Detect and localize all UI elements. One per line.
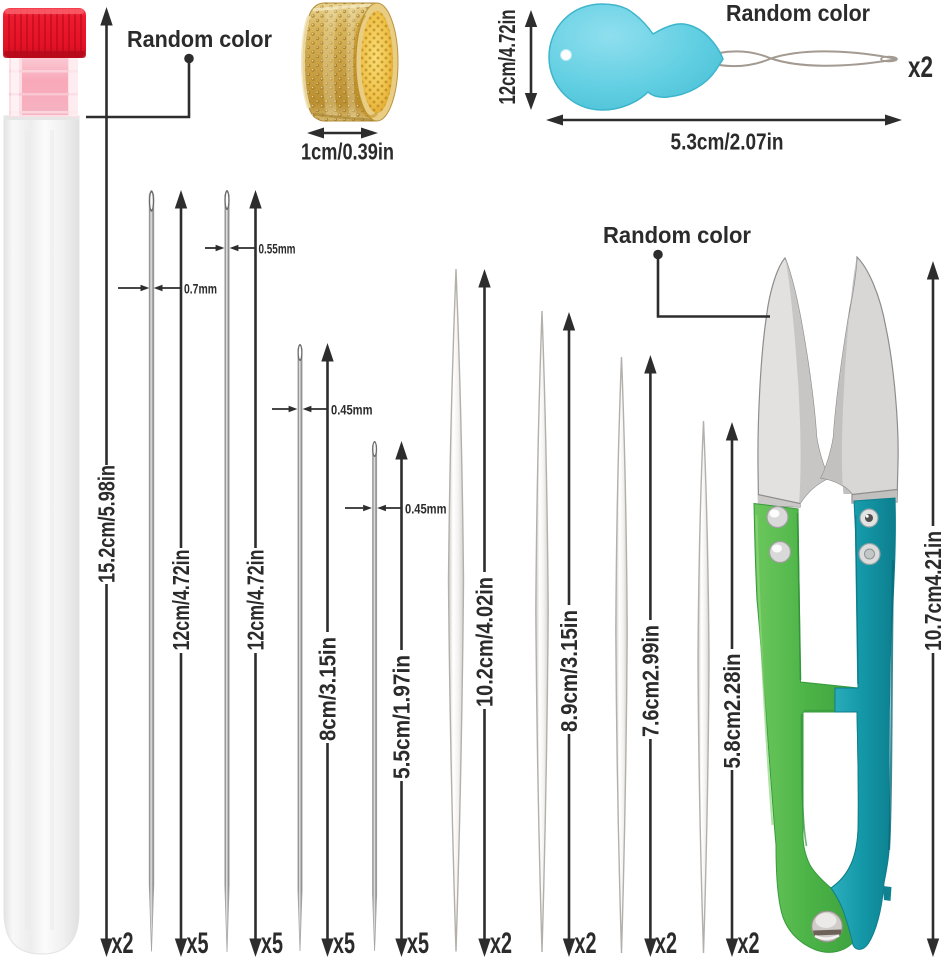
svg-text:Random color: Random color [127,26,272,52]
svg-text:0.55mm: 0.55mm [259,242,296,257]
svg-text:7.6cm2.99in: 7.6cm2.99in [637,625,663,737]
svg-text:x2: x2 [655,927,677,960]
svg-text:5.3cm/2.07in: 5.3cm/2.07in [671,129,784,155]
svg-text:12cm/4.72in: 12cm/4.72in [243,550,269,651]
svg-text:x5: x5 [187,927,209,960]
svg-text:5.5cm/1.97in: 5.5cm/1.97in [389,655,415,779]
svg-text:0.7mm: 0.7mm [184,282,217,297]
svg-text:0.45mm: 0.45mm [405,502,447,517]
svg-text:10.2cm/4.02in: 10.2cm/4.02in [472,577,498,707]
svg-text:Random color: Random color [726,0,870,26]
svg-text:x5: x5 [261,927,283,960]
svg-text:x2: x2 [738,927,760,960]
svg-text:8.9cm/3.15in: 8.9cm/3.15in [556,610,582,732]
svg-text:5.8cm2.28in: 5.8cm2.28in [719,654,745,769]
svg-text:x2: x2 [112,927,134,960]
svg-text:10.7cm4.21in: 10.7cm4.21in [920,531,943,651]
svg-text:12cm/4.72in: 12cm/4.72in [494,10,520,105]
svg-text:x2: x2 [575,927,597,960]
svg-text:1cm/0.39in: 1cm/0.39in [301,139,394,165]
svg-text:Random color: Random color [603,222,751,248]
svg-text:x2: x2 [908,51,933,84]
svg-text:8cm/3.15in: 8cm/3.15in [315,637,341,741]
svg-text:x2: x2 [490,927,512,960]
svg-text:12cm/4.72in: 12cm/4.72in [168,550,194,651]
svg-text:x5: x5 [333,927,355,960]
svg-text:x5: x5 [407,927,429,960]
svg-text:15.2cm/5.98in: 15.2cm/5.98in [94,465,120,583]
svg-text:0.45mm: 0.45mm [331,403,373,418]
